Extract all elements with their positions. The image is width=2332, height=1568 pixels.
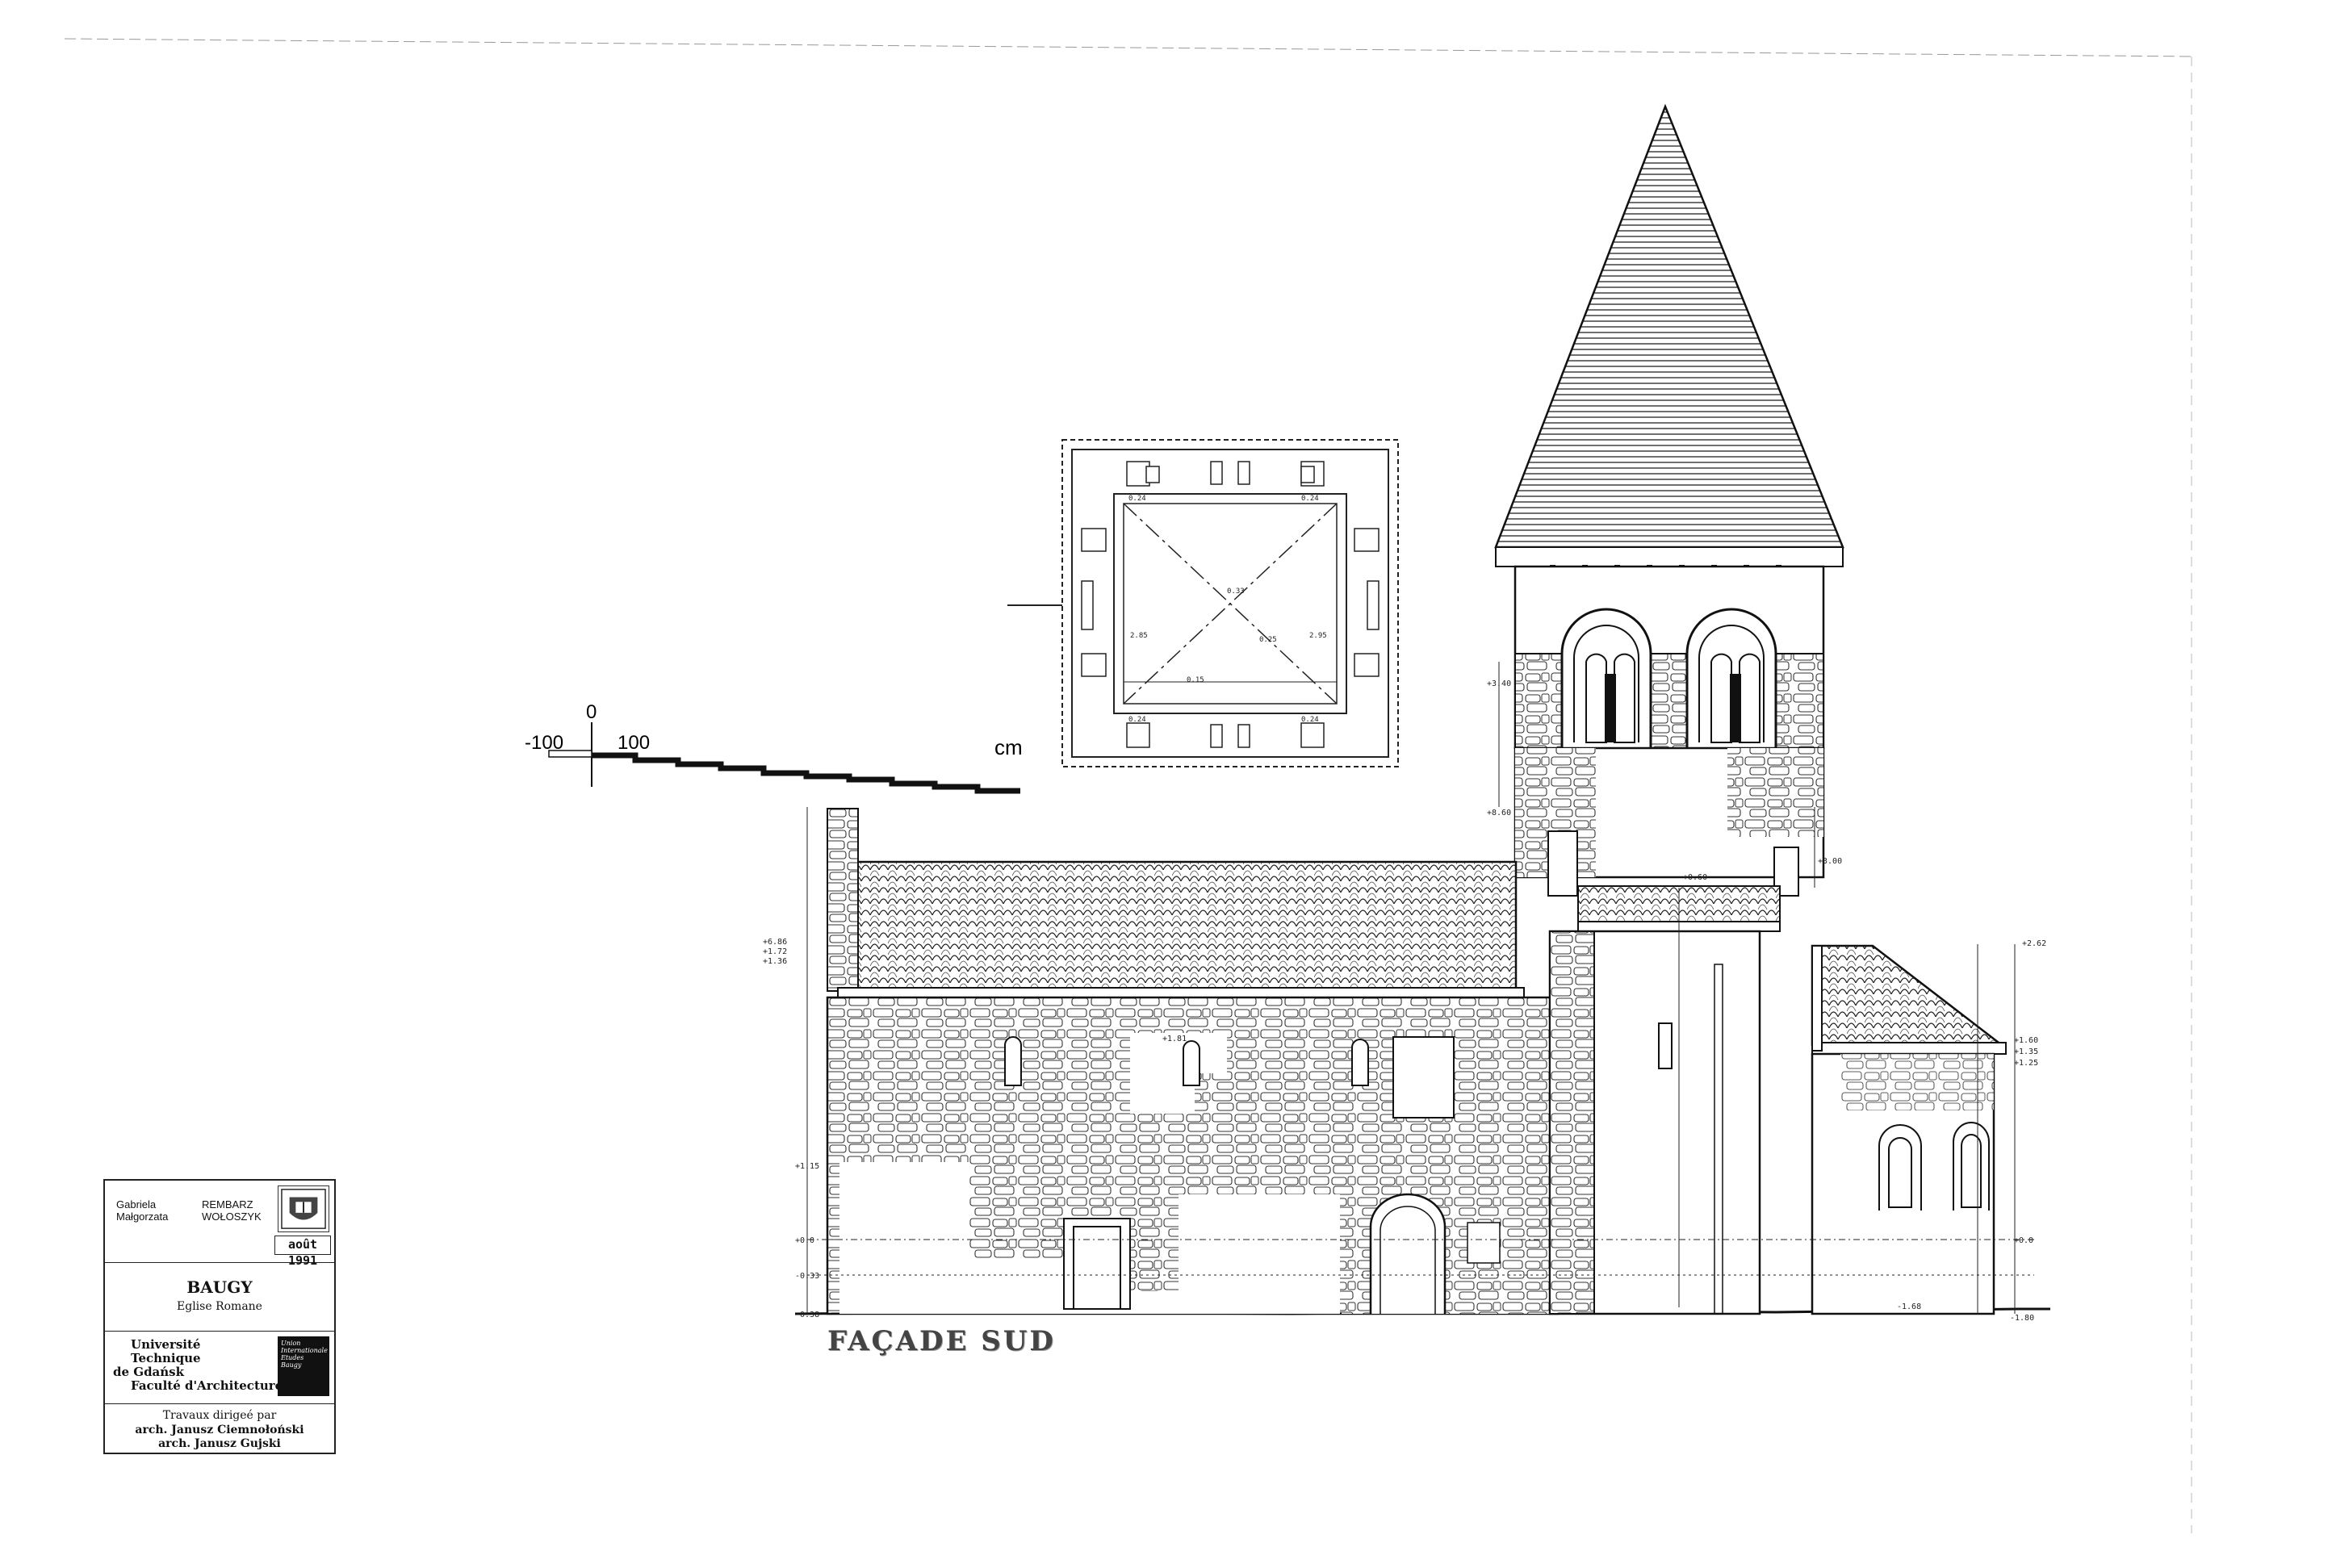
author-last-names: REMBARZ WOŁOSZYK — [202, 1198, 262, 1223]
scale-label-neg: -100 — [525, 732, 563, 754]
level-label: +6.86 — [763, 938, 787, 947]
apse-roof — [1811, 944, 2005, 1047]
level-label: +1.36 — [763, 957, 787, 966]
date-stamp: août 1991 — [274, 1236, 331, 1268]
scale-label-pos: 100 — [618, 732, 650, 754]
level-label: +3.00 — [1818, 857, 1842, 866]
level-label: -0.33 — [795, 1272, 819, 1281]
supervisors-panel: Travaux dirigeé par arch. Janusz Ciemnoł… — [105, 1404, 334, 1456]
school-line: Technique — [131, 1351, 201, 1365]
spire — [1494, 103, 1844, 549]
project-panel: BAUGY Eglise Romane — [105, 1263, 334, 1332]
level-label: -1.80 — [2010, 1314, 2034, 1323]
author-last-name: WOŁOSZYK — [202, 1210, 262, 1223]
level-label: +0.0 — [2014, 1236, 2033, 1245]
scale-unit: cm — [994, 735, 1023, 759]
author-last-name: REMBARZ — [202, 1198, 253, 1210]
level-label: +8.60 — [1487, 809, 1511, 817]
authors-panel: Gabriela Małgorzata REMBARZ WOŁOSZYK aoû… — [105, 1181, 334, 1268]
level-label: -0.38 — [795, 1311, 819, 1319]
author-first-names: Gabriela Małgorzata — [116, 1198, 168, 1223]
school-line: Université — [131, 1337, 201, 1352]
plan-label: 2.85 — [1130, 632, 1148, 640]
level-label: +1.81 — [1162, 1035, 1187, 1043]
level-label: +0.60 — [1683, 873, 1707, 882]
school-logo-icon: Union Internationale Etudes Baugy — [278, 1336, 329, 1396]
nave-roof — [836, 860, 1518, 993]
plan-label: 0.24 — [1128, 495, 1146, 503]
level-label: -1.68 — [1897, 1302, 1921, 1311]
level-label: +3.40 — [1487, 679, 1511, 688]
school-line: de Gdańsk — [113, 1365, 185, 1379]
scale-bar: 0 -100 100 cm — [525, 701, 1023, 794]
author-first-name: Gabriela — [116, 1198, 157, 1210]
south-portal — [1342, 1193, 1551, 1314]
scale-label-zero: 0 — [586, 701, 597, 723]
crest-icon — [278, 1185, 329, 1232]
plan-label: 0.33 — [1227, 587, 1245, 596]
supervision-heading: Travaux dirigeé par — [162, 1409, 277, 1422]
level-label: +0.0 — [795, 1236, 814, 1245]
plan-label: 0.24 — [1128, 716, 1146, 724]
plan-label: 0.25 — [1259, 636, 1277, 644]
plan-label: 0.24 — [1301, 495, 1319, 503]
plan-label: 0.15 — [1187, 676, 1204, 684]
plan-label: 2.95 — [1309, 632, 1327, 640]
level-label: +1.72 — [763, 947, 787, 956]
level-label: +2.62 — [2022, 939, 2046, 948]
belfry-windows — [1560, 608, 1777, 748]
school-panel: Université Technique de Gdańsk Faculté d… — [105, 1332, 334, 1404]
level-label: +1.35 — [2014, 1047, 2038, 1056]
project-title: BAUGY — [186, 1277, 253, 1297]
level-label: +1.60 — [2014, 1036, 2038, 1045]
author-first-name: Małgorzata — [116, 1210, 169, 1223]
level-label: +1.15 — [795, 1162, 819, 1171]
level-label: +1.25 — [2014, 1059, 2038, 1068]
title-block: Gabriela Małgorzata REMBARZ WOŁOSZYK aoû… — [103, 1179, 336, 1454]
school-line: Faculté d'Architecture — [131, 1378, 283, 1393]
tower-plan: 0.24 0.24 0.24 0.24 2.85 2.95 0.33 0.25 … — [1007, 439, 1399, 767]
facade-title: FAÇADE SUD — [827, 1325, 1056, 1357]
south-elevation: +6.86 +1.72 +1.36 +1.81 +1.15 +0.0 -0.33… — [763, 103, 2050, 1323]
plan-label: 0.24 — [1301, 716, 1319, 724]
supervisor-name: arch. Janusz Gujski — [158, 1437, 281, 1450]
supervisor-name: arch. Janusz Ciemnołoński — [135, 1424, 304, 1436]
project-subtitle: Eglise Romane — [177, 1300, 262, 1313]
